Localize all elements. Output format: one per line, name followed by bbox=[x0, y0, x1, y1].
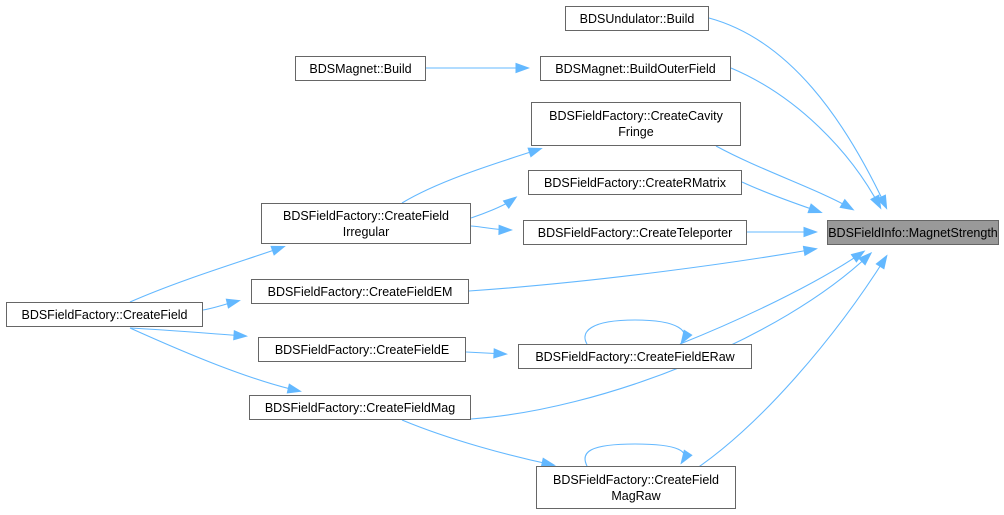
node-create-rmatrix-label: BDSFieldFactory::CreateRMatrix bbox=[544, 175, 726, 190]
edge-create_field-to-create_field_mag bbox=[129, 327, 300, 392]
arrowhead-create_field_e-to-create_field_eraw bbox=[493, 348, 508, 359]
node-create-field-mag-label: BDSFieldFactory::CreateFieldMag bbox=[264, 400, 456, 415]
edge-create_field-to-create_field_irregular bbox=[129, 246, 284, 303]
arrowhead-create_field-to-create_field_irregular bbox=[270, 245, 286, 256]
node-create-field-label: BDSFieldFactory::CreateField bbox=[21, 307, 188, 322]
edge-create_cavity_fringe-to-magnet_strength bbox=[715, 145, 853, 210]
arrowhead-create_cavity_fringe-to-magnet_strength bbox=[839, 198, 855, 211]
edge-create_field_eraw-to-magnet_strength bbox=[679, 251, 864, 345]
arrowhead-create_rmatrix-to-magnet_strength bbox=[807, 203, 823, 214]
node-create-field-em-label: BDSFieldFactory::CreateFieldEM bbox=[267, 284, 453, 299]
arrowhead-create_field-to-create_field_em bbox=[225, 298, 241, 309]
edge-build_outer_field-to-magnet_strength bbox=[730, 67, 881, 208]
arrowhead-create_field_irregular-to-create_rmatrix bbox=[502, 196, 518, 209]
node-create-field-e[interactable]: BDSFieldFactory::CreateFieldE bbox=[258, 337, 466, 362]
node-create-field[interactable]: BDSFieldFactory::CreateField bbox=[6, 302, 203, 327]
edge-create_field-to-create_field_e bbox=[129, 327, 246, 337]
node-create-field-eraw[interactable]: BDSFieldFactory::CreateFieldERaw bbox=[518, 344, 752, 369]
arrowhead-create_field_eraw-to-magnet_strength bbox=[850, 250, 866, 263]
node-build-outer-field[interactable]: BDSMagnet::BuildOuterField bbox=[540, 56, 731, 81]
edge-create_rmatrix-to-magnet_strength bbox=[741, 181, 821, 213]
arrowhead-create_field_irregular-to-create_cavity_fringe bbox=[527, 147, 543, 158]
node-create-field-mag-raw-label-line2: MagRaw bbox=[611, 488, 661, 503]
node-create-rmatrix[interactable]: BDSFieldFactory::CreateRMatrix bbox=[528, 170, 742, 195]
node-create-cavity-fringe-label-line1: BDSFieldFactory::CreateCavity bbox=[549, 109, 723, 123]
node-create-field-irregular[interactable]: BDSFieldFactory::CreateField Irregular bbox=[261, 203, 471, 244]
node-create-field-eraw-label: BDSFieldFactory::CreateFieldERaw bbox=[535, 349, 735, 364]
node-create-field-e-label: BDSFieldFactory::CreateFieldE bbox=[274, 342, 450, 357]
node-create-cavity-fringe[interactable]: BDSFieldFactory::CreateCavity Fringe bbox=[531, 102, 741, 146]
edge-create_field_mag-to-magnet_strength bbox=[470, 253, 871, 420]
edge-create_field_em-to-magnet_strength bbox=[468, 248, 816, 292]
node-create-teleporter-label: BDSFieldFactory::CreateTeleporter bbox=[537, 225, 733, 240]
edge-create_field_eraw-to-create_field_eraw bbox=[584, 319, 686, 345]
node-create-field-mag-raw[interactable]: BDSFieldFactory::CreateField MagRaw bbox=[536, 466, 736, 509]
node-magnet-build-label: BDSMagnet::Build bbox=[309, 61, 412, 76]
arrowhead-create_teleporter-to-magnet_strength bbox=[803, 226, 818, 238]
edge-create_field_mag_raw-to-magnet_strength bbox=[681, 256, 887, 479]
node-create-field-irregular-label-line2: Irregular bbox=[342, 224, 390, 239]
arrowhead-create_field-to-create_field_mag bbox=[286, 383, 302, 394]
node-create-field-em[interactable]: BDSFieldFactory::CreateFieldEM bbox=[251, 279, 469, 304]
node-create-cavity-fringe-label-line2: Fringe bbox=[618, 125, 654, 139]
node-create-field-mag-raw-label-line1: BDSFieldFactory::CreateField bbox=[552, 472, 720, 487]
arrowhead-create_field_em-to-magnet_strength bbox=[802, 245, 818, 257]
node-undulator-build-label: BDSUndulator::Build bbox=[579, 11, 695, 26]
node-create-teleporter[interactable]: BDSFieldFactory::CreateTeleporter bbox=[523, 220, 747, 245]
arrowhead-create_field_mag-to-magnet_strength bbox=[858, 251, 873, 266]
node-magnet-build[interactable]: BDSMagnet::Build bbox=[295, 56, 426, 81]
edge-create_field_mag_raw-to-create_field_mag_raw bbox=[584, 443, 686, 467]
arrowhead-create_field-to-create_field_e bbox=[233, 330, 248, 341]
arrowhead-build_outer_field-to-magnet_strength bbox=[870, 194, 882, 210]
arrowhead-create_field_irregular-to-create_teleporter bbox=[498, 224, 513, 236]
node-magnet-strength: BDSFieldInfo::MagnetStrength bbox=[827, 220, 999, 245]
edge-undulator_build-to-magnet_strength bbox=[708, 17, 887, 208]
node-create-field-irregular-label-line1: BDSFieldFactory::CreateField bbox=[282, 208, 450, 223]
node-create-field-mag[interactable]: BDSFieldFactory::CreateFieldMag bbox=[249, 395, 471, 420]
node-magnet-strength-label: BDSFieldInfo::MagnetStrength bbox=[828, 225, 998, 240]
arrowhead-create_field_mag_raw-to-create_field_mag_raw bbox=[680, 449, 693, 465]
arrowhead-create_field_eraw-to-create_field_eraw bbox=[680, 329, 693, 345]
node-undulator-build[interactable]: BDSUndulator::Build bbox=[565, 6, 709, 31]
arrowhead-magnet_build-to-build_outer_field bbox=[515, 62, 530, 74]
arrowhead-create_field_mag_raw-to-magnet_strength bbox=[875, 254, 888, 270]
edge-create_field_mag-to-create_field_mag_raw bbox=[401, 419, 554, 466]
node-build-outer-field-label: BDSMagnet::BuildOuterField bbox=[555, 61, 716, 76]
edge-create_field_irregular-to-create_cavity_fringe bbox=[401, 148, 541, 204]
